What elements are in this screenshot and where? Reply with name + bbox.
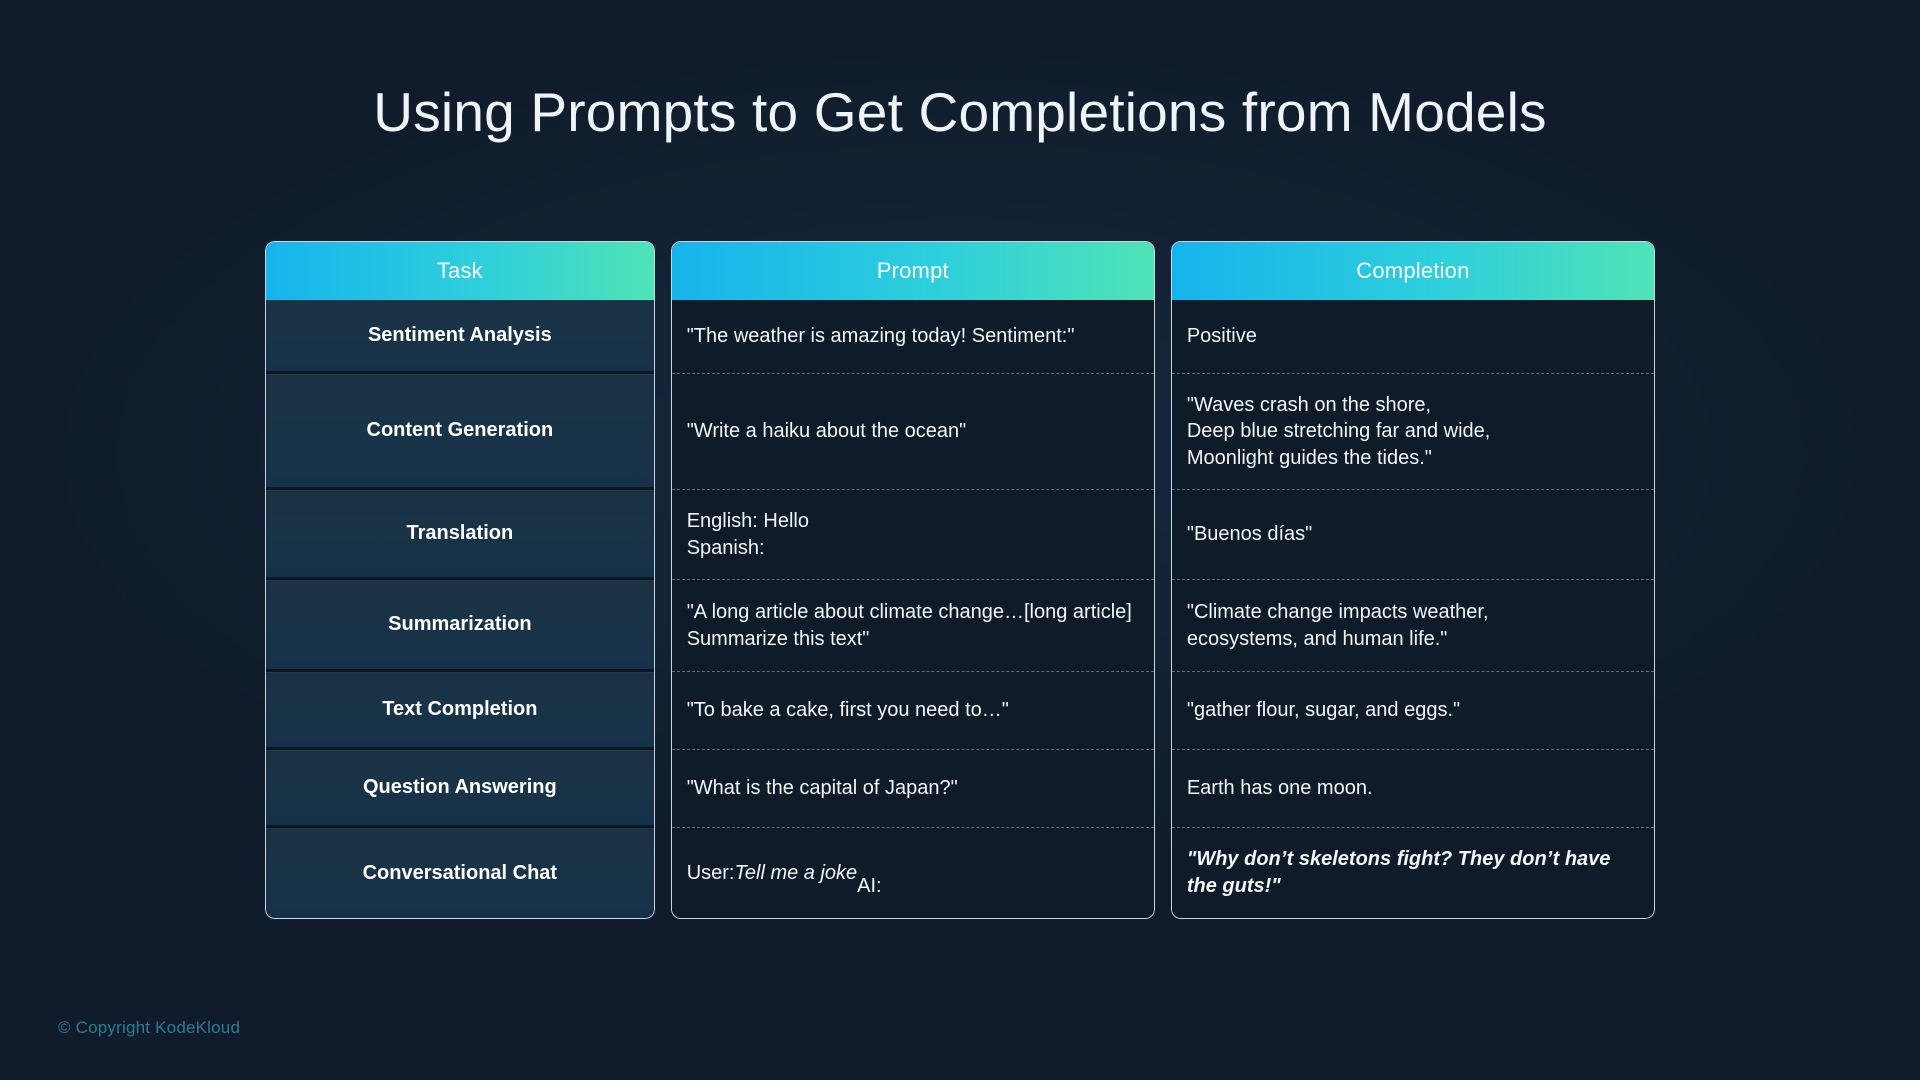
column-body-prompt: "The weather is amazing today! Sentiment…: [671, 300, 1154, 918]
page-title: Using Prompts to Get Completions from Mo…: [373, 81, 1547, 143]
table-row: User: Tell me a joke AI:: [671, 828, 1154, 918]
table-row: English: Hello Spanish:: [671, 490, 1154, 580]
column-prompt: Prompt "The weather is amazing today! Se…: [670, 241, 1155, 919]
table-row: Question Answering: [266, 750, 654, 828]
table-row: Sentiment Analysis: [266, 300, 654, 374]
table-row: Positive: [1171, 300, 1654, 374]
column-header-prompt: Prompt: [671, 242, 1154, 300]
table-row: Summarization: [266, 580, 654, 672]
table-row: Translation: [266, 490, 654, 580]
prompt-emphasis: Tell me a joke: [734, 861, 858, 884]
table-row: "gather flour, sugar, and eggs.": [1171, 672, 1654, 750]
column-header-completion: Completion: [1171, 242, 1654, 300]
table-row: Earth has one moon.: [1171, 750, 1654, 828]
table-row: Content Generation: [266, 374, 654, 490]
table-row: "What is the capital of Japan?": [671, 750, 1154, 828]
prompt-prefix: User:: [686, 861, 735, 884]
copyright-footer: © Copyright KodeKloud: [58, 1018, 241, 1037]
column-body-task: Sentiment Analysis Content Generation Tr…: [266, 300, 654, 918]
table-row: "Waves crash on the shore, Deep blue str…: [1171, 374, 1654, 490]
table-row: Text Completion: [266, 672, 654, 750]
table-row: "The weather is amazing today! Sentiment…: [671, 300, 1154, 374]
table-row: Conversational Chat: [266, 828, 654, 918]
prompt-suffix: AI:: [857, 875, 882, 897]
table-row: "Why don’t skeletons fight? They don’t h…: [1171, 828, 1654, 918]
column-task: Task Sentiment Analysis Content Generati…: [265, 241, 655, 919]
table-row: "Write a haiku about the ocean": [671, 374, 1154, 490]
column-completion: Completion Positive "Waves crash on the …: [1170, 241, 1655, 919]
table-row: "Buenos días": [1171, 490, 1654, 580]
comparison-table: Task Sentiment Analysis Content Generati…: [265, 241, 1655, 919]
column-header-task: Task: [266, 242, 654, 300]
table-row: "A long article about climate change…[lo…: [671, 580, 1154, 672]
column-body-completion: Positive "Waves crash on the shore, Deep…: [1171, 300, 1654, 918]
table-row: "Climate change impacts weather, ecosyst…: [1171, 580, 1654, 672]
table-row: "To bake a cake, first you need to…": [671, 672, 1154, 750]
